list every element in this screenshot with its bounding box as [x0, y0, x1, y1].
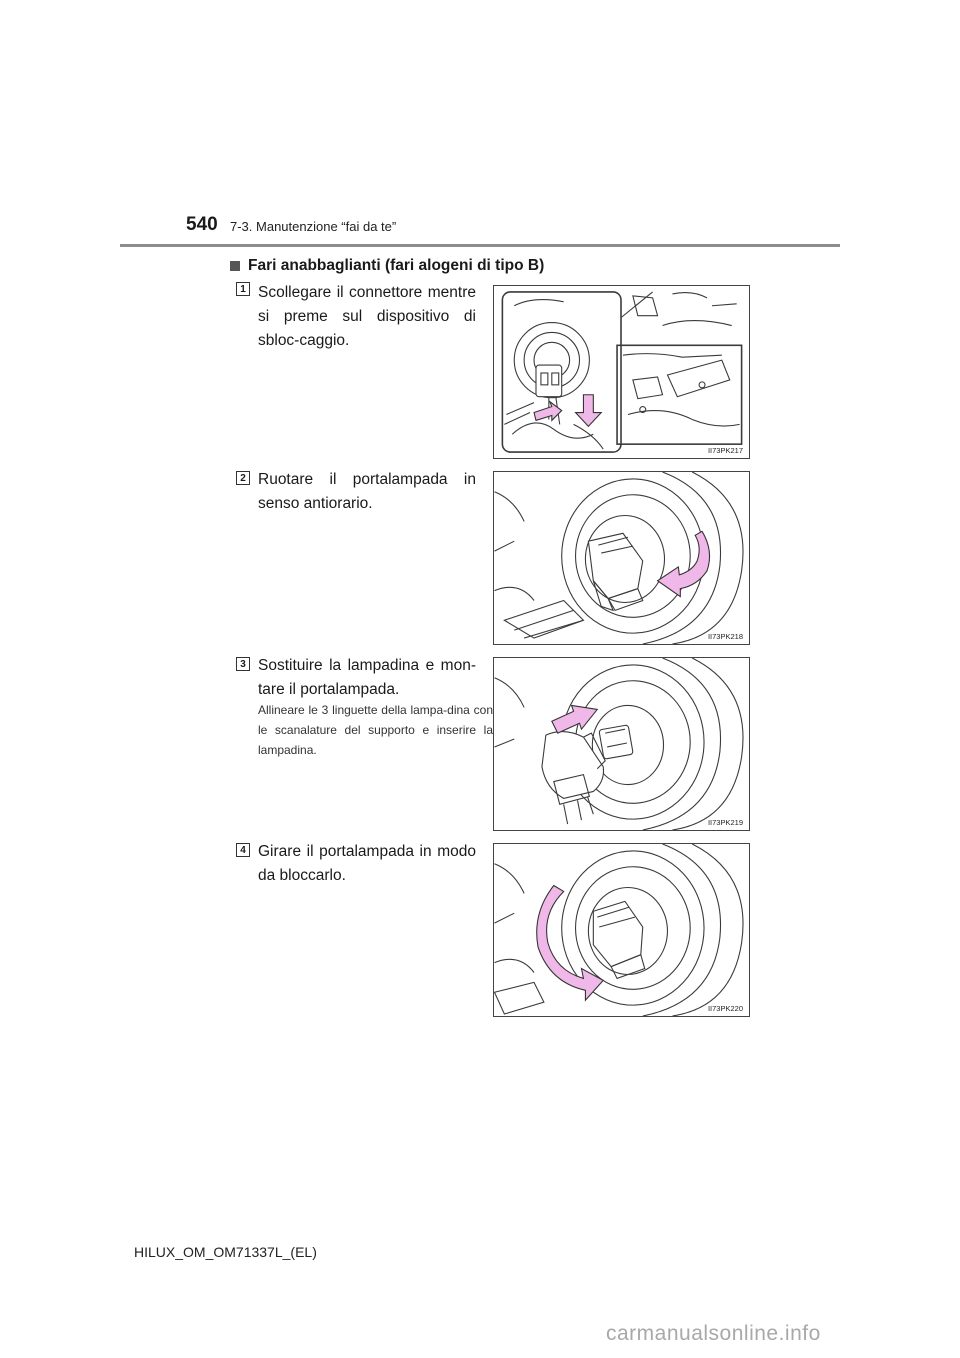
- step-number-2: 2: [236, 471, 250, 485]
- watermark: carmanualsonline.info: [606, 1322, 821, 1345]
- step-number-4: 4: [236, 843, 250, 857]
- figure-replace-bulb: II73PK219: [493, 657, 750, 831]
- step-text-2: Ruotare il portalampada in senso antiora…: [258, 471, 476, 512]
- figure-lock-holder: II73PK220: [493, 843, 750, 1017]
- figure-code: II73PK220: [706, 1004, 744, 1013]
- step-number-1: 1: [236, 282, 250, 296]
- document-id: HILUX_OM_OM71337L_(EL): [134, 1244, 317, 1260]
- step-text-1: Scollegare il connettore mentre si preme…: [258, 284, 476, 349]
- bulb-replacement-illustration: [494, 658, 744, 830]
- step-number-3: 3: [236, 657, 250, 671]
- figure-code: II73PK217: [706, 446, 744, 455]
- connector-illustration: [501, 291, 743, 453]
- header-divider: [120, 244, 840, 247]
- bulb-holder-illustration: [494, 472, 744, 644]
- figure-rotate-counterclockwise: II73PK218: [493, 471, 750, 645]
- section-reference: 7-3. Manutenzione “fai da te”: [230, 219, 397, 234]
- step-text-3: Sostituire la lampadina e mon-tare il po…: [258, 657, 476, 698]
- figure-code: II73PK218: [706, 632, 744, 641]
- section-heading: Fari anabbaglianti (fari alogeni di tipo…: [230, 257, 544, 275]
- page-number: 540: [186, 214, 218, 235]
- figure-disconnect-connector: II73PK217: [493, 285, 750, 459]
- square-icon: [230, 261, 240, 271]
- figure-code: II73PK219: [706, 818, 744, 827]
- section-heading-text: Fari anabbaglianti (fari alogeni di tipo…: [248, 257, 545, 274]
- step-text-4: Girare il portalampada in modo da blocca…: [258, 843, 476, 884]
- step-note-3: Allineare le 3 linguette della lampa-din…: [258, 703, 493, 757]
- bulb-lock-illustration: [494, 844, 744, 1016]
